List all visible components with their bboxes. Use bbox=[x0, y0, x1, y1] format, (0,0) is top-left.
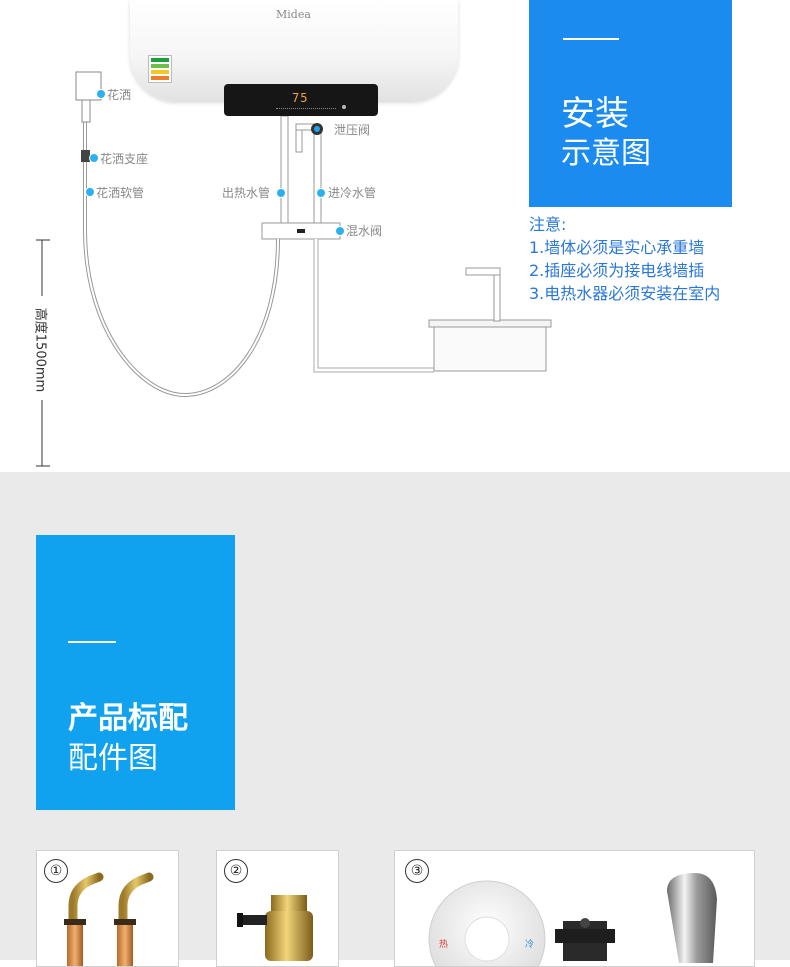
label-mixing-valve: 混水阀 bbox=[346, 224, 383, 238]
accessory-card-3: ③ 热 冷 bbox=[394, 850, 755, 967]
accessory-title: 产品标配 bbox=[68, 701, 188, 736]
installation-diagram-lines bbox=[36, 71, 552, 467]
shower-holder-marker bbox=[89, 153, 99, 163]
accessory-number: ① bbox=[44, 859, 68, 883]
hot-outlet-marker bbox=[276, 188, 286, 198]
display-digits: 75 bbox=[292, 91, 309, 105]
cold-marker: 冷 bbox=[525, 940, 535, 950]
accessory-card-2: ② bbox=[216, 850, 339, 967]
note-item: 1.墙体必须是实心承重墙 bbox=[529, 238, 705, 257]
height-dimension-label: 高度1500mm bbox=[32, 307, 48, 393]
install-title: 安装 bbox=[561, 94, 629, 134]
mixing-valve-kit-icon bbox=[428, 873, 717, 966]
install-subtitle: 示意图 bbox=[561, 136, 651, 171]
label-cold-inlet: 进冷水管 bbox=[328, 186, 377, 200]
control-panel: 75 bbox=[224, 84, 378, 116]
note-item: 3.电热水器必须安装在室内 bbox=[529, 284, 721, 303]
elbow-connector-icon bbox=[64, 872, 154, 966]
energy-label-icon bbox=[148, 55, 172, 83]
accessory-title-block: 产品标配 配件图 bbox=[36, 535, 235, 810]
label-relief-valve: 泄压阀 bbox=[334, 123, 371, 137]
heater-brand: Midea bbox=[276, 8, 311, 21]
label-shower-hose: 花洒软管 bbox=[96, 186, 145, 200]
shower-head-marker bbox=[96, 89, 106, 99]
note-item: 2.插座必须为接电线墙插 bbox=[529, 261, 705, 280]
install-notes: 注意: 1.墙体必须是实心承重墙 2.插座必须为接电线墙插 3.电热水器必须安装… bbox=[529, 213, 720, 305]
panel-button-row bbox=[276, 108, 336, 111]
accessory-number: ② bbox=[224, 859, 248, 883]
notes-heading: 注意: bbox=[529, 215, 567, 234]
mixing-valve-marker bbox=[335, 226, 345, 236]
accessory-subtitle: 配件图 bbox=[68, 741, 158, 776]
pressure-relief-valve-icon bbox=[237, 895, 313, 961]
hot-marker: 热 bbox=[439, 940, 449, 950]
accessory-card-1: ① bbox=[36, 850, 179, 967]
title-accent-bar bbox=[68, 641, 116, 643]
label-shower-holder: 花洒支座 bbox=[100, 152, 149, 166]
label-shower-head: 花洒 bbox=[107, 88, 132, 102]
power-icon bbox=[342, 105, 346, 109]
accessory-number: ③ bbox=[405, 859, 429, 883]
install-title-block: 安装 示意图 bbox=[529, 0, 732, 207]
title-accent-bar bbox=[563, 38, 619, 40]
label-hot-outlet: 出热水管 bbox=[222, 186, 271, 200]
shower-hose-marker bbox=[85, 187, 95, 197]
cold-inlet-marker bbox=[316, 188, 326, 198]
